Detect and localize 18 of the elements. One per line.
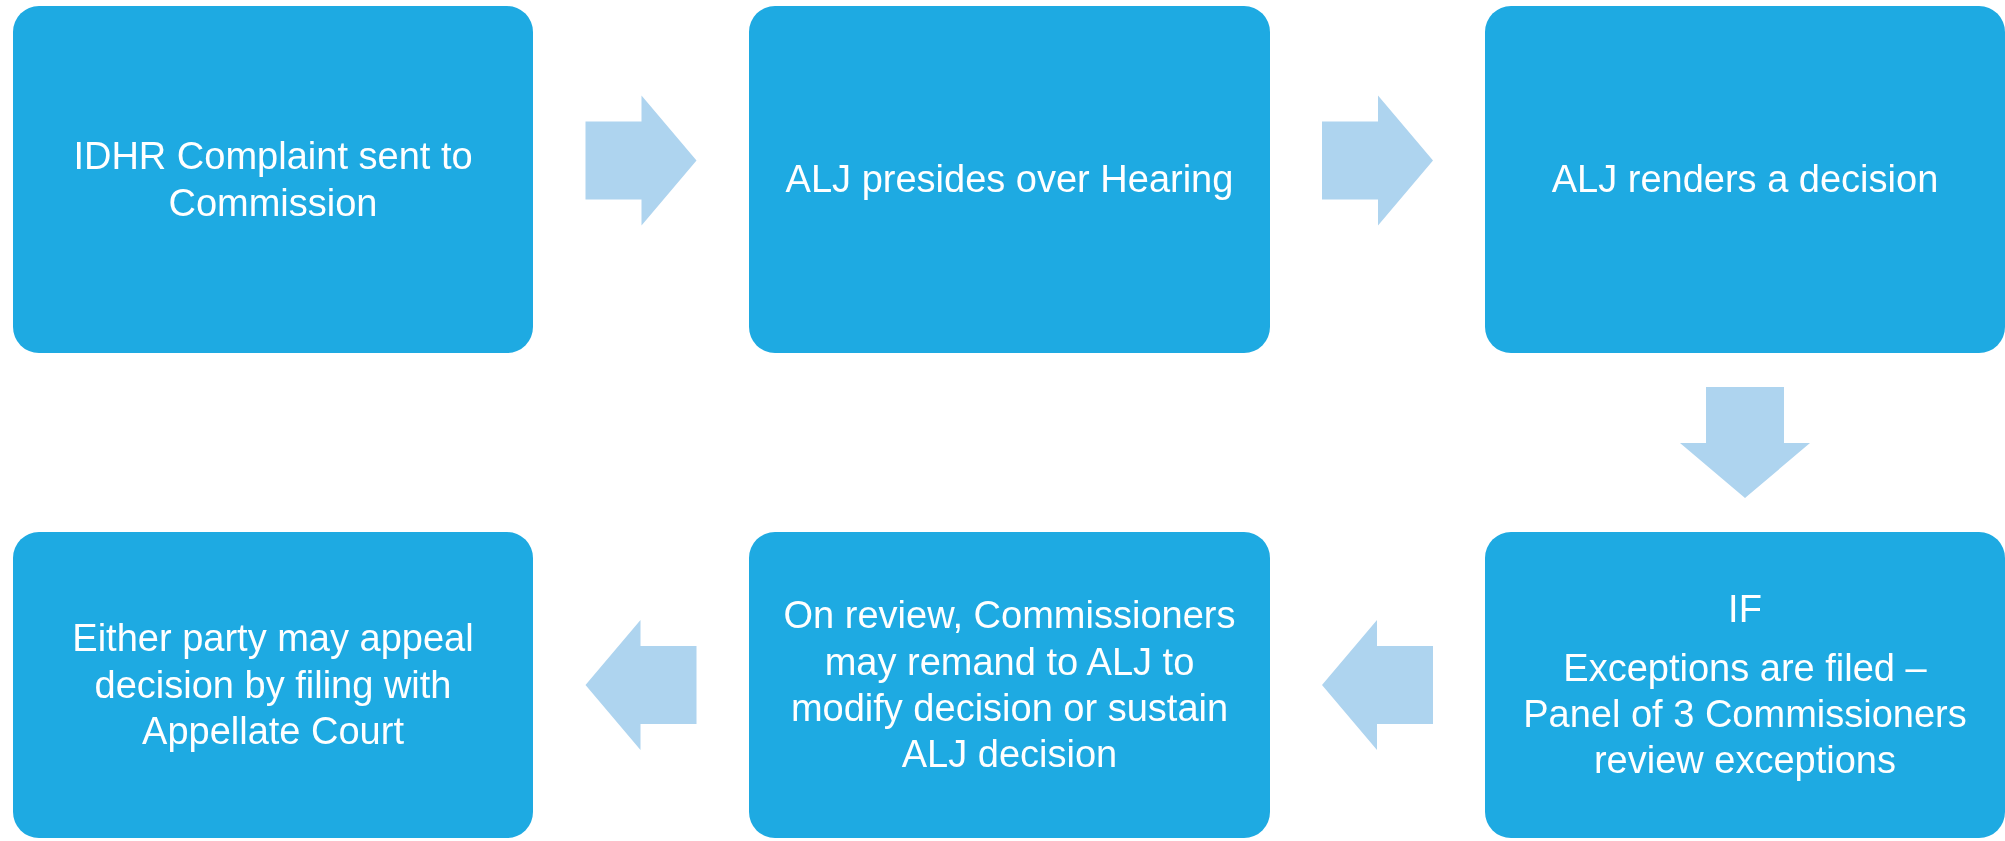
block-arrow	[585, 95, 697, 226]
box-text: ALJ presides over Hearing	[785, 157, 1234, 203]
block-arrow	[585, 620, 697, 750]
box-text: Exceptions are filed – Panel of 3 Commissioners review exceptions	[1522, 645, 1968, 784]
process-box	[13, 6, 533, 353]
process-box	[749, 532, 1270, 838]
process-box	[1485, 6, 2005, 353]
block-arrow	[1322, 620, 1433, 750]
box-text: IDHR Complaint sent to Commission	[72, 134, 474, 226]
block-arrow	[1680, 387, 1810, 498]
box-text: ALJ renders a decision	[1551, 157, 1939, 203]
block-arrow	[1322, 95, 1433, 226]
process-box	[13, 532, 533, 838]
box-text: On review, Commissioners may remand to ALJ to modify decision or sustain ALJ decision	[782, 593, 1237, 778]
process-box	[749, 6, 1270, 353]
box-heading: IF	[1728, 587, 1762, 633]
box-text: Either party may appeal decision by filing with Appellate Court	[71, 616, 475, 755]
process-box	[1485, 532, 2005, 838]
